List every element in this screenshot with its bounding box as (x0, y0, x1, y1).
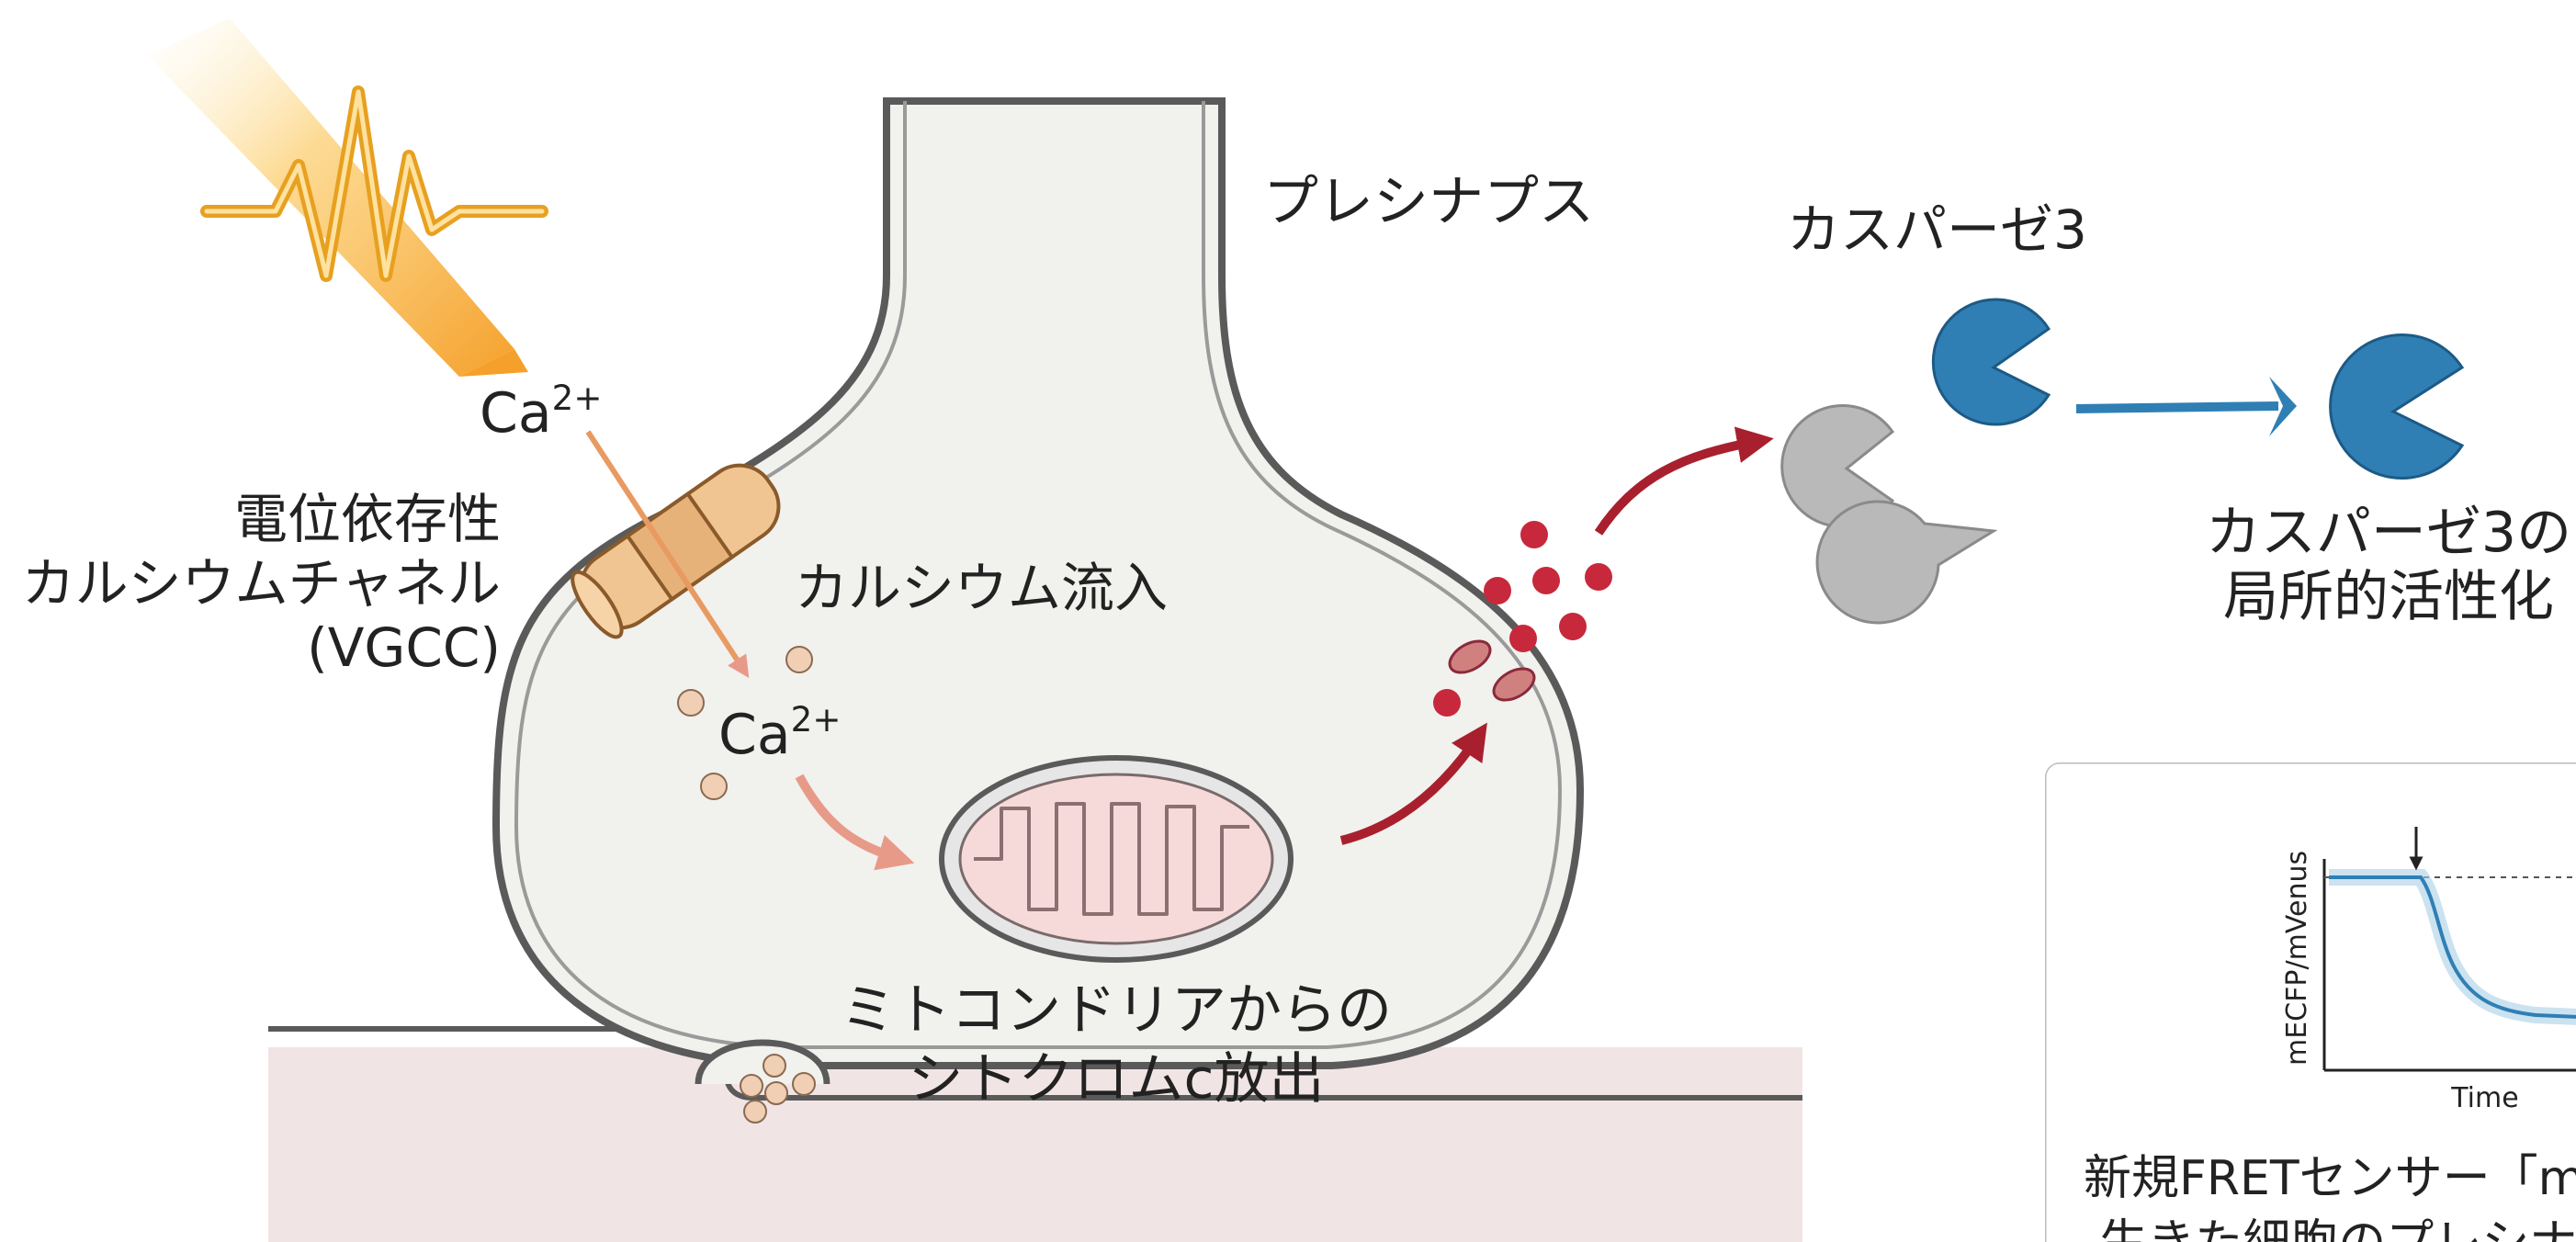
vgcc-label-line1: 電位依存性 (234, 488, 501, 550)
mitochondrion-icon (942, 758, 1291, 960)
activation-arrow (2076, 406, 2278, 409)
inset-ylabel: mECFP/mVenus (2281, 851, 2313, 1066)
vgcc-label-line2: カルシウムチャネル (22, 552, 501, 615)
inset-caption-line1: 新規FRETセンサー「mS (2084, 1151, 2576, 1206)
presynapse-label: プレシナプス (1263, 170, 1594, 234)
inset-caption-line2: - 生きた細胞のプレシナ (2067, 1215, 2576, 1242)
cytc-label-line2: シトクロムc放出 (909, 1047, 1325, 1112)
fret-inset-panel: mECFP/mVenus Time 新規FRETセンサー「mS - 生きた細胞の… (2045, 762, 2576, 1242)
inset-xlabel: Time (2450, 1082, 2518, 1114)
caspase3-label: カスパーゼ3 (1787, 198, 2087, 261)
lightning-waveform-icon (147, 18, 542, 377)
ca-ion-label-top: Ca2+ (480, 378, 603, 446)
cytc-label-line1: ミトコンドリアからの (841, 978, 1392, 1043)
activation-label-line1: カスパーゼ3の (2206, 501, 2571, 565)
vgcc-label-line3: (VGCC) (307, 616, 501, 679)
calcium-influx-label: カルシウム流入 (795, 557, 1168, 619)
activation-label-line2: 局所的活性化 (2223, 565, 2554, 629)
cytc-to-caspase-arrow (1599, 441, 1759, 533)
